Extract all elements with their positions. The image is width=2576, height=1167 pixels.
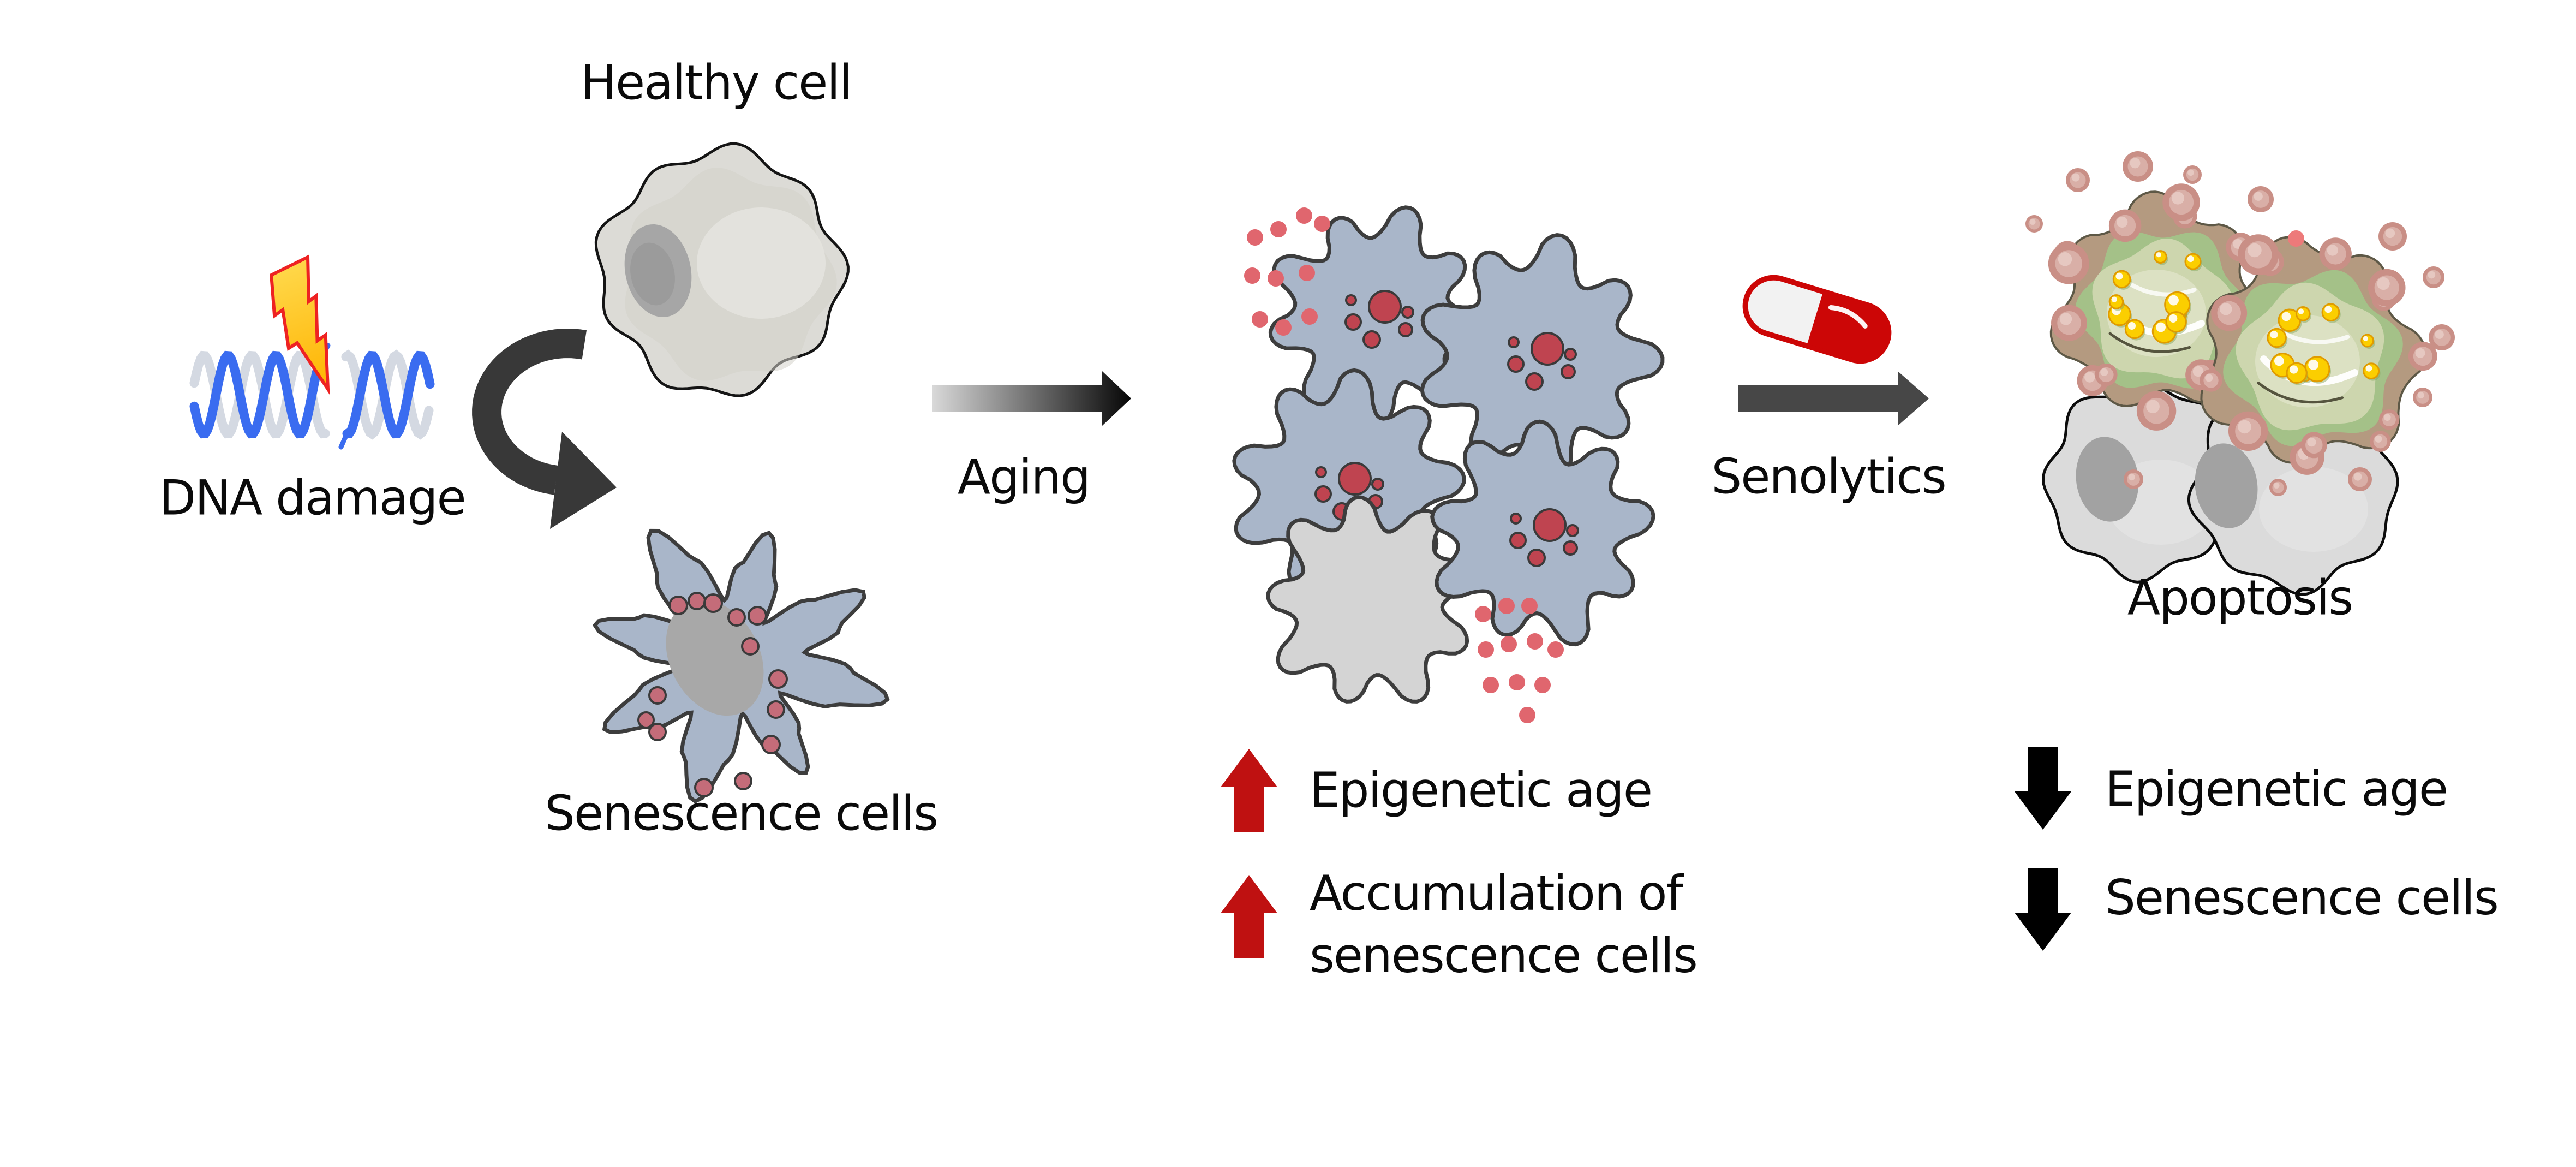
apoptosis-label: Apoptosis <box>2127 569 2353 626</box>
senolytics-label: Senolytics <box>1711 448 1946 505</box>
dna-helix-icon <box>189 343 435 450</box>
stat-line: Epigenetic age <box>2105 761 2448 817</box>
senescence-cell-illustration <box>592 528 890 804</box>
epigenetic-age-decrease-label: Epigenetic age <box>2105 758 2448 820</box>
decrease-arrow-icon-1 <box>2015 747 2071 830</box>
senescence-cells-label: Senescence cells <box>545 785 939 842</box>
aging-label: Aging <box>957 449 1091 505</box>
senescence-cells-decrease-label: Senescence cells <box>2105 867 2499 929</box>
healthy-cell-illustration <box>594 142 850 397</box>
dna-damage-label: DNA damage <box>159 469 466 526</box>
stat-line: Epigenetic age <box>1310 762 1653 818</box>
lightning-bolt-icon <box>270 254 330 395</box>
curved-transition-arrow-icon <box>472 328 617 529</box>
epigenetic-age-increase-label: Epigenetic age <box>1310 759 1653 821</box>
stat-line: Senescence cells <box>2105 870 2499 926</box>
stat-line: senescence cells <box>1310 927 1698 984</box>
senolytics-arrow-icon <box>1738 371 1929 426</box>
increase-arrow-icon-1 <box>1221 749 1277 832</box>
healthy-cell-label: Healthy cell <box>580 54 852 111</box>
increase-arrow-icon-2 <box>1221 875 1277 958</box>
apoptosis-illustration <box>2025 151 2455 596</box>
senescent-cell-cluster-illustration <box>1232 205 1665 723</box>
stat-line: Accumulation of <box>1310 865 1683 921</box>
pill-capsule-icon <box>1742 275 1892 364</box>
decrease-arrow-icon-2 <box>2015 868 2071 951</box>
senescence-accumulation-increase-label: Accumulation of senescence cells <box>1310 862 1698 987</box>
aging-arrow-icon <box>932 371 1131 426</box>
